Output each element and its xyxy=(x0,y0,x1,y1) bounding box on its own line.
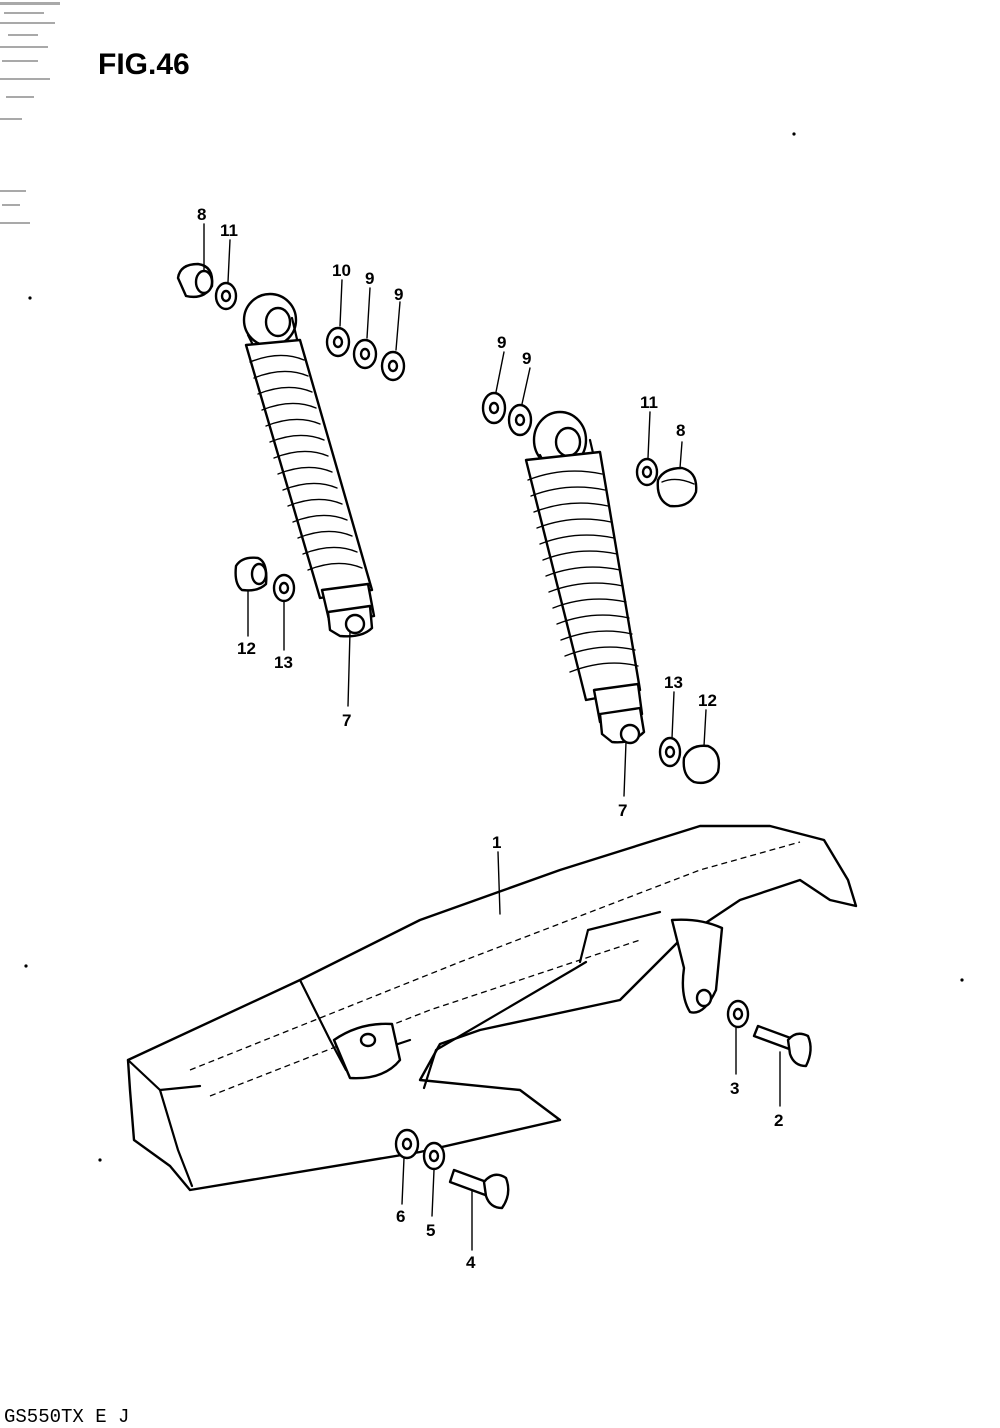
washer-3 xyxy=(726,999,750,1029)
callout-4: 4 xyxy=(466,1253,476,1272)
callout-1: 1 xyxy=(492,833,501,852)
washer-9-left-a xyxy=(352,338,378,370)
callout-7-left: 7 xyxy=(342,711,351,730)
spring-coils-left xyxy=(249,354,363,571)
callout-12-right: 12 xyxy=(698,691,717,710)
scan-specks xyxy=(24,132,964,1162)
figure-title: FIG.46 xyxy=(98,48,190,81)
callout-11-left: 11 xyxy=(220,221,238,240)
washer-13-right xyxy=(658,736,682,768)
spring-coils-right xyxy=(527,470,639,673)
callout-2: 2 xyxy=(774,1111,783,1130)
bolt-2 xyxy=(752,1024,812,1068)
callout-8-right: 8 xyxy=(676,421,685,440)
rear-shock-absorber-right xyxy=(524,410,646,745)
callout-9-right-b: 9 xyxy=(522,349,531,368)
washer-11-upper-left xyxy=(214,281,238,311)
washer-9-right-b xyxy=(507,403,533,437)
callout-9-left-b: 9 xyxy=(394,285,403,304)
callout-11-right: 11 xyxy=(640,393,658,412)
callout-13-left: 13 xyxy=(274,653,293,672)
callout-labels: 8 11 10 9 9 9 9 11 8 12 13 7 13 12 7 1 3… xyxy=(197,205,783,1272)
washer-6 xyxy=(394,1128,420,1160)
callout-9-right-a: 9 xyxy=(497,333,506,352)
washer-10 xyxy=(325,326,351,358)
callout-5: 5 xyxy=(426,1221,435,1240)
callout-7-right: 7 xyxy=(618,801,627,820)
callout-8-left: 8 xyxy=(197,205,206,224)
callout-leaders xyxy=(203,223,781,1251)
cap-nut-12-right xyxy=(682,744,721,785)
washer-9-left-b xyxy=(380,350,406,382)
callout-6: 6 xyxy=(396,1207,405,1226)
washer-9-right-a xyxy=(481,391,507,425)
bolt-4 xyxy=(448,1168,510,1210)
callout-9-left-a: 9 xyxy=(365,269,374,288)
washer-11-right xyxy=(635,457,659,487)
model-code: GS550TX E J xyxy=(4,1406,129,1428)
cap-nut-12-left xyxy=(234,556,268,592)
cap-nut-8-right xyxy=(656,466,698,508)
scan-noise xyxy=(0,2,60,224)
washer-5 xyxy=(422,1141,446,1171)
chain-case xyxy=(126,824,858,1192)
callout-3: 3 xyxy=(730,1079,739,1098)
callout-13-right: 13 xyxy=(664,673,683,692)
rear-shock-absorber-left xyxy=(242,292,376,638)
cap-nut-8-upper-left xyxy=(176,262,214,299)
callout-12-left: 12 xyxy=(237,639,256,658)
washer-13-left xyxy=(272,573,296,603)
callout-10: 10 xyxy=(332,261,351,280)
